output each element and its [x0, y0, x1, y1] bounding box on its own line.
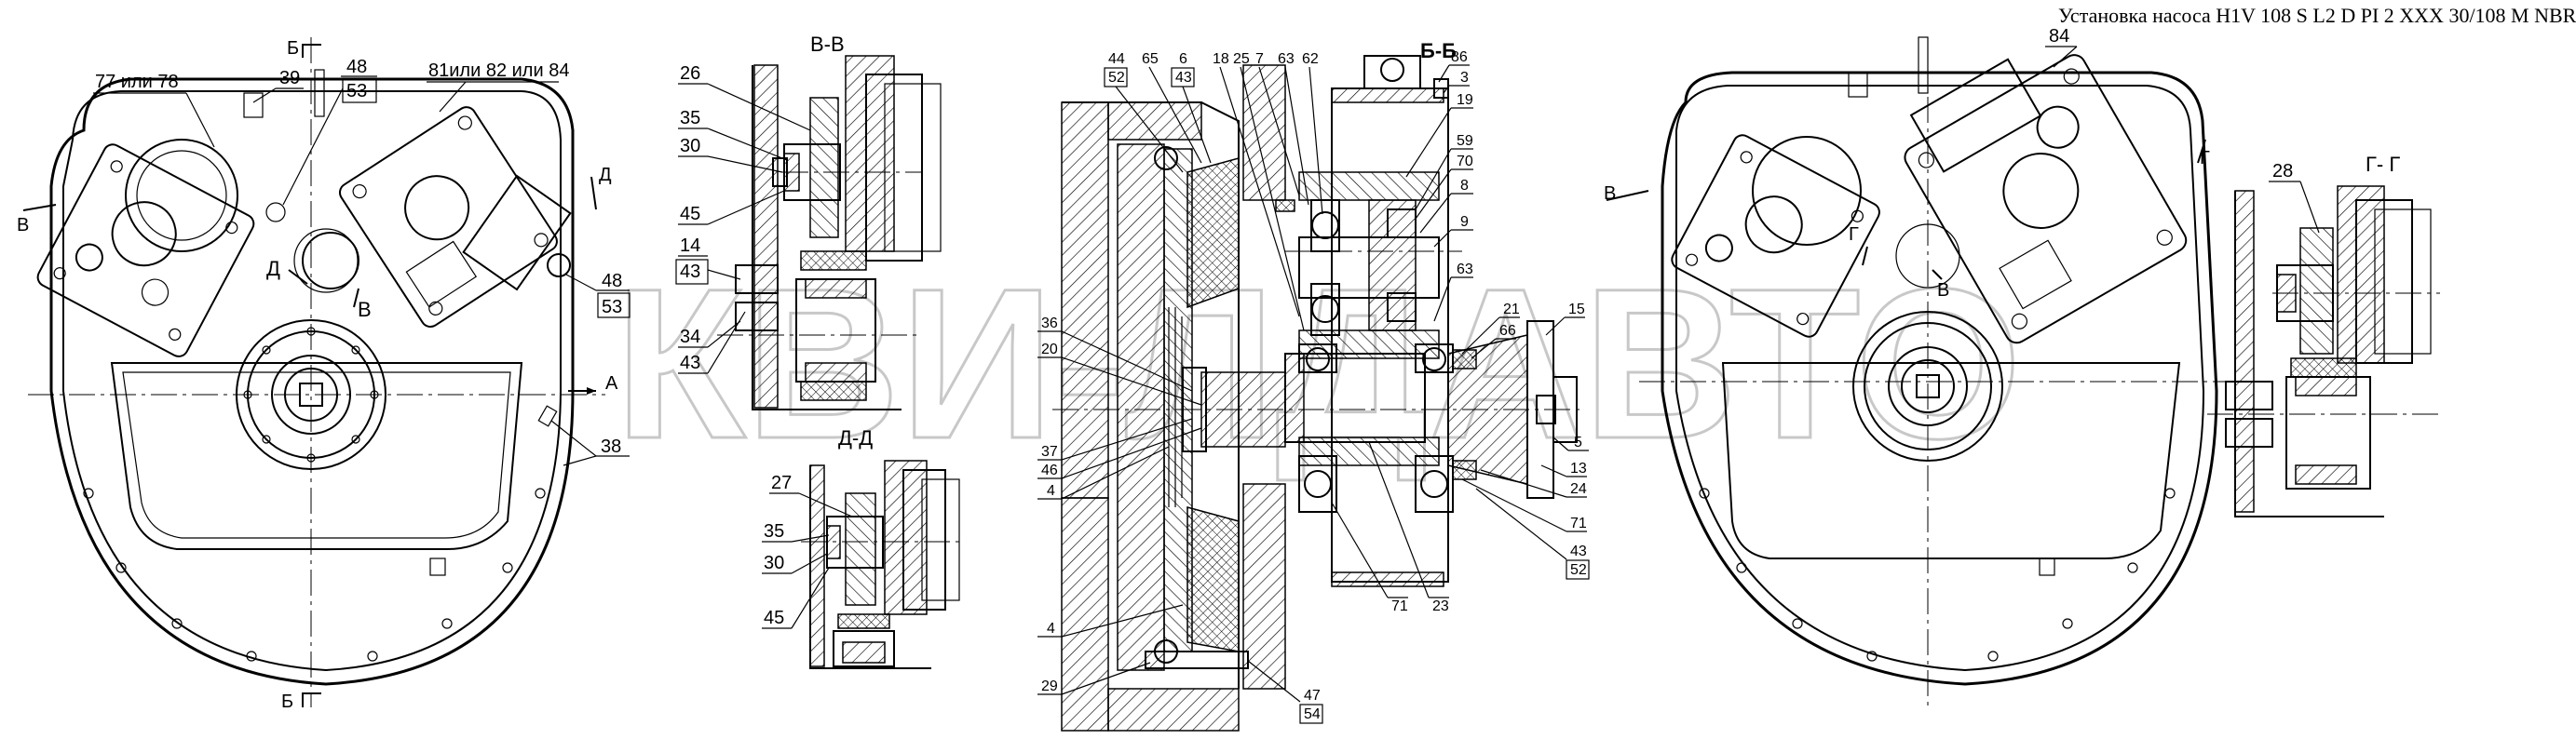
right-pump	[338, 106, 558, 329]
bb-callout-21: 21	[1503, 302, 1520, 317]
vv-callout-35: 35	[680, 108, 700, 128]
bb-callout-20: 20	[1041, 342, 1058, 357]
section-bb: Б-Б	[1037, 39, 1590, 732]
dd-callout-30: 30	[764, 553, 784, 573]
callout-81-82-84: 81или 82 или 84	[428, 60, 569, 81]
dd-callout-27: 27	[771, 473, 792, 493]
section-mark-v-left: В	[17, 215, 29, 235]
bb-callout-4a: 4	[1047, 483, 1055, 499]
bb-callout-65: 65	[1142, 51, 1159, 67]
section-title-dd: Д-Д	[838, 426, 873, 450]
bb-callout-6: 6	[1179, 51, 1187, 67]
section-mark-d-center: Д	[266, 257, 280, 280]
bb-callout-37: 37	[1041, 444, 1058, 460]
bb-callout-9: 9	[1460, 214, 1469, 230]
section-mark-d-right: Д	[599, 165, 612, 185]
view1-housing	[28, 37, 605, 707]
view4-flange-bolts	[1699, 488, 2176, 662]
bb-callout-3: 3	[1460, 70, 1469, 86]
section-gg: Г- Г 28	[2207, 153, 2440, 517]
bb-callout-25: 25	[1233, 51, 1250, 67]
bb-callout-5: 5	[1574, 435, 1582, 450]
view4-output-hub	[1852, 311, 2003, 462]
callout-53a: 53	[346, 81, 367, 101]
bb-callout-19: 19	[1457, 92, 1473, 108]
view4-callout-84: 84	[2049, 26, 2069, 47]
vv-callout-30: 30	[680, 136, 700, 156]
section-mark-b-top: Б	[287, 38, 299, 59]
bb-callout-47: 47	[1304, 688, 1321, 704]
callout-48a: 48	[346, 57, 367, 77]
bb-callout-44: 44	[1108, 51, 1125, 67]
bb-callout-24: 24	[1570, 481, 1587, 497]
vv-callout-26: 26	[680, 63, 700, 84]
section-title-gg: Г- Г	[2366, 153, 2400, 176]
vv-callout-43a: 43	[680, 262, 700, 282]
section-mark-v-center: В	[358, 298, 372, 321]
section-vv: В-В 26 35 30 45 14 43 34 43	[675, 33, 942, 410]
callout-48b: 48	[602, 271, 622, 291]
callout-39: 39	[279, 68, 300, 88]
bb-callout-71b: 71	[1391, 598, 1408, 614]
bb-callout-52b: 52	[1570, 562, 1587, 578]
bb-callout-43b: 43	[1570, 544, 1587, 559]
bb-callout-46: 46	[1041, 463, 1058, 478]
callout-53b: 53	[602, 297, 622, 317]
bb-callout-7: 7	[1255, 51, 1264, 67]
bb-callout-63a: 63	[1278, 51, 1295, 67]
callout-77-78: 77 или 78	[95, 72, 179, 92]
section-mark-v-center2: В	[1937, 280, 1949, 301]
bb-callout-13: 13	[1570, 461, 1587, 477]
bb-callout-59: 59	[1457, 133, 1473, 149]
bb-callout-18: 18	[1213, 51, 1229, 67]
vv-callout-34: 34	[680, 327, 700, 347]
bb-callout-62: 62	[1302, 51, 1319, 67]
section-title-vv: В-В	[810, 33, 845, 56]
left-pump	[36, 143, 255, 357]
view1-labels: Б Б В А Д Д В 77 или 78 39 48 53 81или 8…	[17, 38, 630, 712]
bb-callout-71a: 71	[1570, 516, 1587, 531]
view4-pump-84	[1904, 54, 2188, 344]
section-mark-b-bottom: Б	[281, 692, 293, 712]
drawing-title: Установка насоса H1V 108 S L2 D PI 2 XXX…	[2058, 4, 2576, 27]
section-mark-g-center: Г	[1849, 224, 1859, 245]
bb-callout-63b: 63	[1457, 262, 1473, 277]
flange-bolts	[83, 488, 546, 662]
gg-callout-28: 28	[2272, 161, 2293, 181]
bb-callout-29: 29	[1041, 679, 1058, 694]
vv-callout-43b: 43	[680, 353, 700, 373]
output-hub	[236, 319, 386, 470]
bb-callout-86: 86	[1451, 49, 1468, 65]
section-mark-a: А	[605, 373, 618, 394]
bb-callout-54: 54	[1304, 706, 1321, 722]
view4-housing: В Г В Г 84	[1604, 26, 2254, 707]
dd-callout-35: 35	[764, 521, 784, 542]
spline-teeth	[1168, 307, 1183, 507]
bb-callout-36: 36	[1041, 316, 1058, 331]
bb-callout-52a: 52	[1108, 70, 1125, 86]
dd-callout-45: 45	[764, 608, 784, 628]
bb-callout-66: 66	[1499, 323, 1516, 339]
bb-callout-15: 15	[1568, 302, 1585, 317]
vv-callout-14: 14	[680, 235, 700, 256]
bb-callout-8: 8	[1460, 178, 1469, 194]
section-mark-v-left2: В	[1604, 183, 1616, 204]
section-title-bb: Б-Б	[1420, 39, 1457, 62]
bb-callout-43a: 43	[1175, 70, 1192, 86]
section-mark-g-right: Г	[2200, 148, 2210, 168]
callout-38: 38	[601, 437, 621, 457]
bb-callouts: 44 52 65 6 43 18 25 7 63 62 86 3 19	[1037, 49, 1590, 724]
vv-callout-45: 45	[680, 204, 700, 224]
bb-callout-4b: 4	[1047, 621, 1055, 637]
section-dd: Д-Д 27 35 30 45	[762, 426, 960, 669]
bb-callout-23: 23	[1432, 598, 1449, 614]
bb-callout-70: 70	[1457, 154, 1473, 169]
